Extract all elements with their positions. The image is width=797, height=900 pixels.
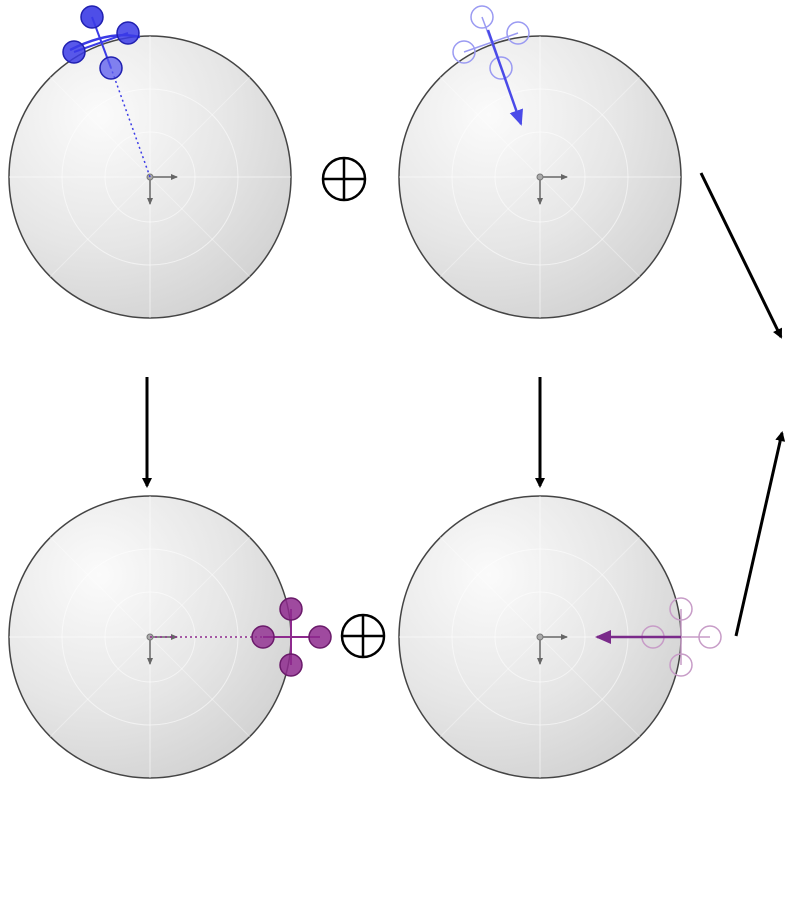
inward-arrow	[486, 29, 523, 126]
molecule-top-left	[62, 5, 151, 178]
atom	[698, 625, 722, 649]
atom	[669, 653, 693, 677]
sphere-bottom-right	[398, 495, 682, 779]
molecule-crossbar	[463, 32, 519, 53]
atom	[308, 625, 332, 649]
sphere-top-right	[398, 35, 682, 319]
atom	[452, 40, 476, 64]
atom	[669, 597, 693, 621]
atom	[80, 5, 104, 29]
circled-plus-icon	[340, 613, 386, 659]
flow-arrow-diagonal	[699, 172, 783, 339]
molecule-top-right	[452, 5, 530, 126]
atom	[251, 625, 275, 649]
circled-plus-icon	[321, 156, 367, 202]
molecule-bottom-right	[595, 597, 722, 677]
atom	[489, 56, 513, 80]
atom	[99, 56, 123, 80]
atom	[62, 40, 86, 64]
atom	[279, 653, 303, 677]
molecule-bottom-left	[150, 597, 332, 677]
flow-arrow-up	[734, 431, 786, 637]
atom	[116, 21, 140, 45]
atom	[279, 597, 303, 621]
atom	[506, 21, 530, 45]
atom	[470, 5, 494, 29]
dotted-link	[110, 67, 151, 178]
